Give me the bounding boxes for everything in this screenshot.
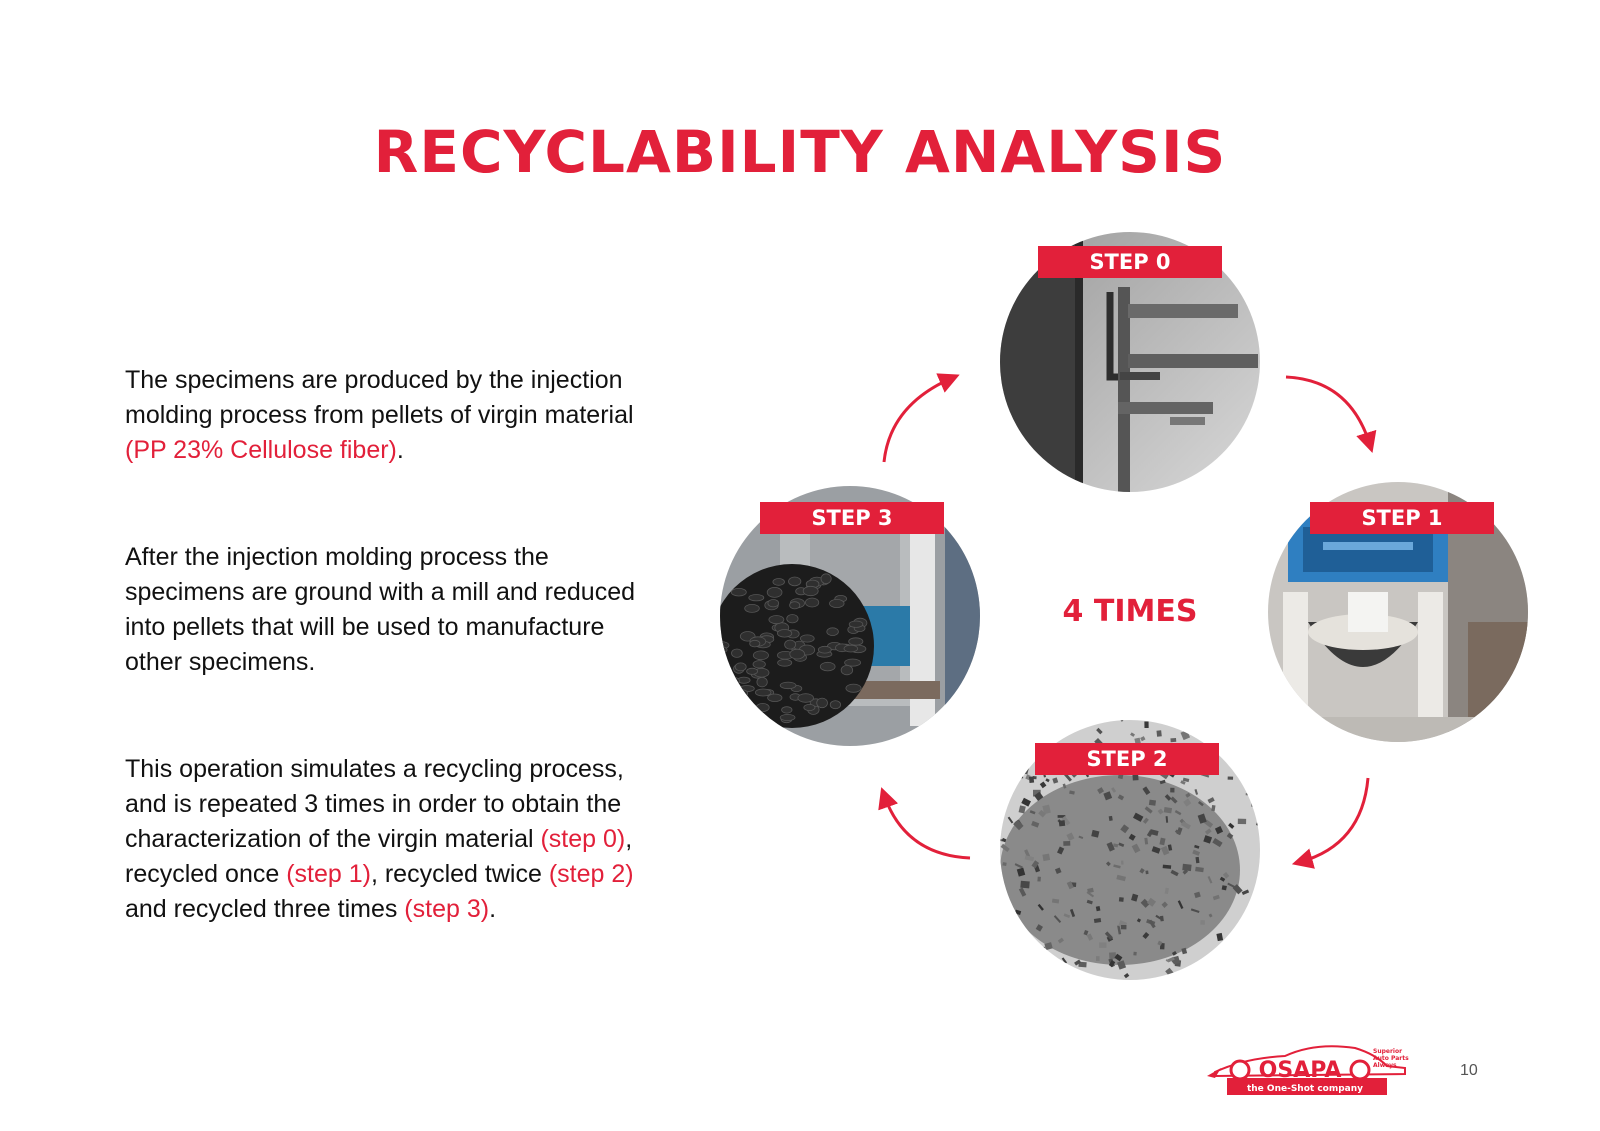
paragraph-text: and recycled three times — [125, 895, 405, 923]
step-2-highlight: (step 2) — [548, 860, 634, 888]
paragraph-text: , recycled once — [125, 825, 633, 888]
svg-text:Superior: Superior — [1373, 1048, 1402, 1055]
arrow-step1-to-step2 — [1291, 777, 1370, 869]
paragraph-text: This operation simulates a recycling pro… — [125, 755, 624, 853]
svg-text:Always: Always — [1373, 1062, 1397, 1069]
slide-title: RECYCLABILITY ANALYSIS — [373, 118, 1227, 186]
arrow-step0-to-step1 — [1285, 375, 1377, 454]
grinding-paragraph: After the injection molding process the … — [125, 540, 665, 680]
paragraph-text: , recycled twice — [370, 860, 549, 888]
page-number: 10 — [1460, 1062, 1478, 1079]
step-3-highlight: (step 3) — [404, 895, 490, 923]
svg-text:OSAPA: OSAPA — [1259, 1058, 1342, 1083]
svg-text:Auto Parts: Auto Parts — [1373, 1055, 1409, 1062]
recycling-paragraph: This operation simulates a recycling pro… — [125, 752, 665, 927]
material-highlight: (PP 23% Cellulose fiber) — [125, 436, 397, 464]
arrow-step3-to-step0 — [882, 373, 960, 463]
svg-text:the One-Shot company: the One-Shot company — [1247, 1084, 1363, 1094]
intro-paragraph: The specimens are produced by the inject… — [125, 363, 665, 468]
step-0-label: STEP 0 — [1038, 246, 1222, 278]
arrow-step2-to-step3 — [878, 787, 971, 860]
step-3-label: STEP 3 — [760, 502, 944, 534]
cycle-count-label: 4 TIMES — [1062, 594, 1198, 629]
step-1-highlight: (step 1) — [286, 860, 371, 888]
paragraph-text: The specimens are produced by the inject… — [125, 366, 634, 429]
paragraph-text: After the injection molding process the … — [125, 543, 635, 676]
step-0-highlight: (step 0) — [540, 825, 626, 853]
osapa-logo: OSAPA the One-Shot company Superior Auto… — [1205, 1038, 1420, 1105]
paragraph-text: . — [489, 895, 497, 923]
step-2-label: STEP 2 — [1035, 743, 1219, 775]
step-1-label: STEP 1 — [1310, 502, 1494, 534]
paragraph-text: . — [396, 436, 404, 464]
